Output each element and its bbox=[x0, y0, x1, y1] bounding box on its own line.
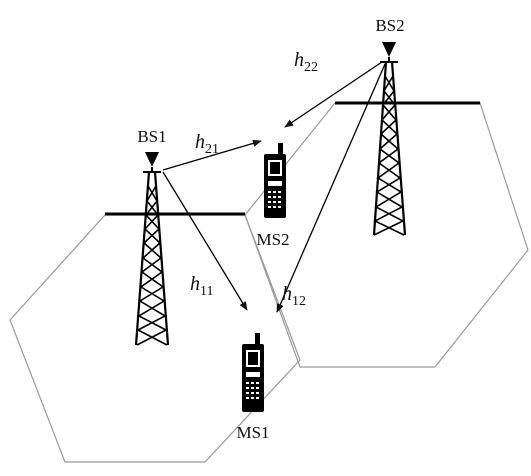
channel-label-h12: h12 bbox=[282, 283, 306, 309]
ms2-phone-icon bbox=[264, 143, 286, 218]
arrow-h21 bbox=[162, 139, 262, 171]
bs1-label: BS1 bbox=[137, 127, 166, 146]
arrow-h11 bbox=[162, 171, 248, 311]
bs2-tower-icon bbox=[372, 42, 407, 236]
bs2-label: BS2 bbox=[375, 16, 404, 35]
channel-label-h11: h11 bbox=[190, 273, 213, 299]
bs1-tower-icon bbox=[134, 152, 170, 346]
channel-label-h21: h21 bbox=[195, 131, 219, 157]
arrow-h22 bbox=[284, 61, 383, 128]
ms1-label: MS1 bbox=[236, 423, 269, 442]
ms2-label: MS2 bbox=[256, 230, 289, 249]
arrow-h12 bbox=[276, 63, 386, 313]
ms1-phone-icon bbox=[242, 333, 264, 412]
channel-label-h22: h22 bbox=[294, 49, 318, 75]
